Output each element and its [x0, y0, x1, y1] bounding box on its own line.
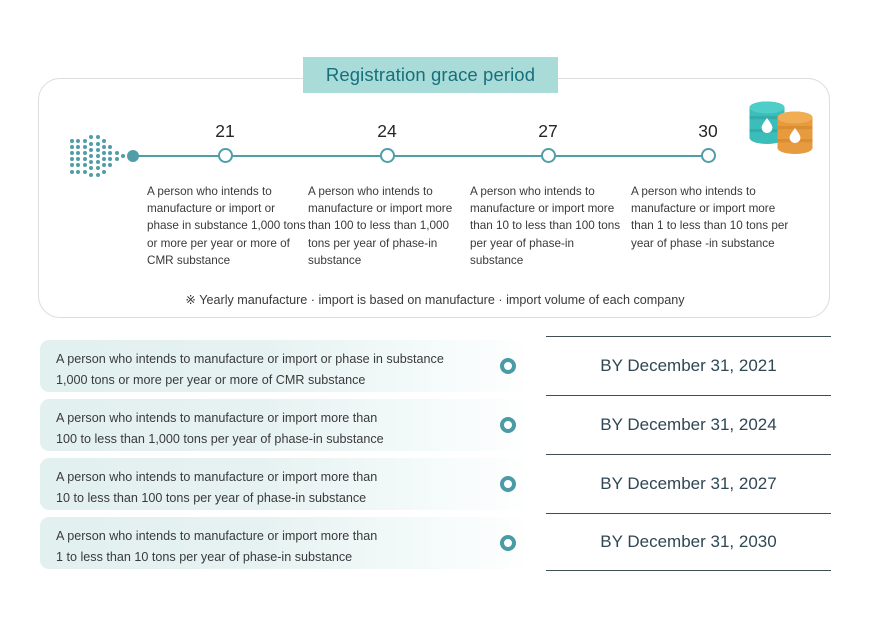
banner-title: Registration grace period	[325, 64, 536, 85]
deadline-row-line1: A person who intends to manufacture or i…	[56, 529, 378, 543]
deadline-row-line1: A person who intends to manufacture or i…	[56, 411, 378, 425]
deadline-date-text: BY December 31, 2024	[600, 414, 777, 434]
timeline-node-label-24: 24	[377, 121, 397, 141]
dotted-arrow-icon	[70, 133, 128, 177]
deadline-date-cell: BY December 31, 2024	[546, 395, 831, 453]
timeline-description-1: A person who intends to manufacture or i…	[147, 185, 306, 267]
timeline-start-dot	[127, 150, 139, 162]
deadline-row-line2: 1,000 tons or more per year or more of C…	[56, 373, 366, 387]
deadline-row-text: A person who intends to manufacture or i…	[56, 408, 496, 450]
deadline-row-text: A person who intends to manufacture or i…	[56, 349, 496, 391]
chemical-drums-icon	[744, 98, 820, 156]
deadline-row-text: A person who intends to manufacture or i…	[56, 526, 496, 568]
deadline-date-text: BY December 31, 2030	[600, 532, 777, 551]
timeline-node-30[interactable]	[700, 148, 716, 163]
deadline-row-line2: 10 to less than 100 tons per year of pha…	[56, 491, 367, 505]
timeline-node-label-27: 27	[538, 121, 558, 141]
deadline-row[interactable]: A person who intends to manufacture or i…	[40, 458, 533, 510]
timeline-description-3: A person who intends to manufacture or i…	[470, 185, 621, 267]
deadline-date-cell: BY December 31, 2030	[546, 513, 831, 571]
deadline-date-cell: BY December 31, 2027	[546, 454, 831, 512]
deadline-date-text: BY December 31, 2021	[600, 355, 777, 375]
deadline-row[interactable]: A person who intends to manufacture or i…	[40, 340, 533, 392]
timeline-node-27[interactable]	[540, 148, 556, 163]
timeline-node-24[interactable]	[379, 148, 395, 163]
deadline-row-marker-icon	[500, 358, 516, 374]
deadline-date-text: BY December 31, 2027	[600, 473, 777, 493]
deadline-list: A person who intends to manufacture or i…	[0, 336, 870, 588]
deadline-row[interactable]: A person who intends to manufacture or i…	[40, 517, 533, 569]
timeline-node-label-30: 30	[698, 121, 718, 141]
banner-wrap: Registration grace period	[0, 57, 870, 93]
grace-period-card	[38, 78, 830, 318]
deadline-row-line1: A person who intends to manufacture or i…	[56, 470, 378, 484]
timeline-node-label-21: 21	[215, 121, 235, 141]
deadline-row-line1: A person who intends to manufacture or i…	[56, 352, 444, 366]
timeline-axis	[131, 155, 713, 157]
footnote-text: ※ Yearly manufacture · import is based o…	[185, 293, 685, 307]
timeline-node-21[interactable]	[217, 148, 233, 163]
deadline-row-marker-icon	[500, 535, 516, 551]
deadline-row-marker-icon	[500, 417, 516, 433]
deadline-row[interactable]: A person who intends to manufacture or i…	[40, 399, 533, 451]
deadline-row-line2: 100 to less than 1,000 tons per year of …	[56, 432, 384, 446]
deadline-row-line2: 1 to less than 10 tons per year of phase…	[56, 550, 353, 564]
deadline-row-text: A person who intends to manufacture or i…	[56, 467, 496, 509]
deadline-row-marker-icon	[500, 476, 516, 492]
deadline-date-cell: BY December 31, 2021	[546, 336, 831, 394]
timeline-description-4: A person who intends to manufacture or i…	[631, 185, 789, 250]
registration-grace-period-banner: Registration grace period	[303, 57, 558, 93]
timeline-description-2: A person who intends to manufacture or i…	[308, 185, 453, 267]
